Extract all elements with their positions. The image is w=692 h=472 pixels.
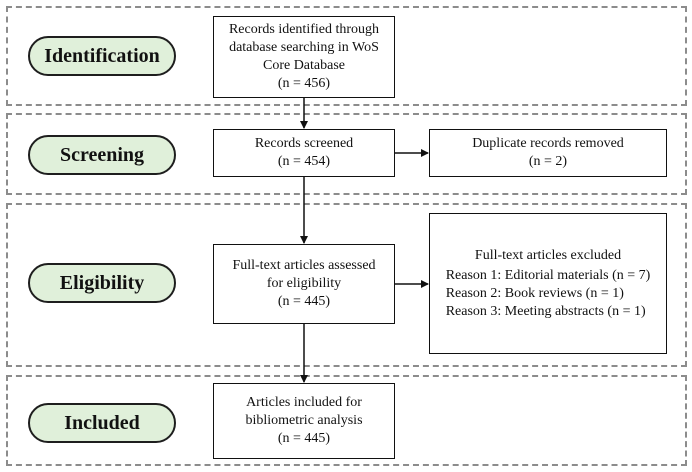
full-text-assessed-line-1: Full-text articles assessed [232, 258, 376, 273]
exclusion-reason-3: Reason 3: Meeting abstracts (n = 1) [445, 303, 646, 319]
stage-screening: Screening [28, 135, 176, 175]
records-screened-count: (n = 454) [277, 154, 331, 169]
duplicates-removed-box: Duplicate records removed (n = 2) [429, 129, 667, 177]
full-text-assessed-count: (n = 445) [277, 294, 331, 309]
full-text-excluded-heading: Full-text articles excluded [474, 247, 622, 263]
records-identified-line-3: Core Database [262, 58, 346, 73]
records-identified-box: Records identified through database sear… [213, 16, 395, 98]
records-screened-line-1: Records screened [254, 136, 354, 151]
exclusion-reason-2: Reason 2: Book reviews (n = 1) [445, 285, 624, 301]
stage-included: Included [28, 403, 176, 443]
stage-eligibility: Eligibility [28, 263, 176, 303]
articles-included-count: (n = 445) [277, 431, 331, 446]
articles-included-line-1: Articles included for [246, 395, 362, 410]
exclusion-reason-1: Reason 1: Editorial materials (n = 7) [445, 267, 651, 283]
articles-included-box: Articles included for bibliometric analy… [213, 383, 395, 459]
full-text-excluded-box: Full-text articles excluded Reason 1: Ed… [429, 213, 667, 354]
records-identified-line-2: database searching in WoS [229, 40, 379, 55]
full-text-assessed-box: Full-text articles assessed for eligibil… [213, 244, 395, 324]
records-identified-line-1: Records identified through [228, 22, 380, 37]
records-identified-count: (n = 456) [277, 76, 331, 91]
full-text-assessed-line-2: for eligibility [266, 276, 342, 291]
duplicates-removed-count: (n = 2) [528, 154, 568, 169]
articles-included-line-2: bibliometric analysis [245, 413, 363, 428]
records-screened-box: Records screened (n = 454) [213, 129, 395, 177]
duplicates-removed-line-1: Duplicate records removed [472, 136, 624, 151]
stage-identification: Identification [28, 36, 176, 76]
